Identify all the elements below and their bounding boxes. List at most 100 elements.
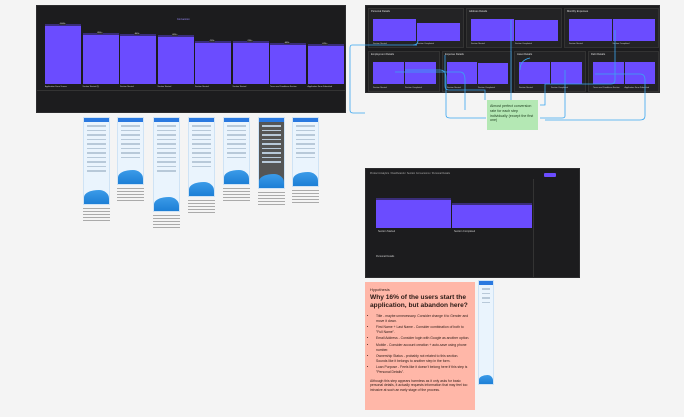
panel-step-label: Section Started	[569, 43, 583, 45]
form-screen	[292, 117, 319, 187]
bar-value: 85%	[96, 32, 103, 34]
funnel-bar[interactable]	[157, 34, 194, 84]
note-title: Why 16% of the users start the applicati…	[370, 294, 468, 309]
screen-caption	[292, 190, 319, 204]
panel-title: Personal Details	[371, 10, 390, 13]
panel-step-label: Section Completed	[405, 87, 422, 89]
funnel-bar[interactable]	[45, 24, 81, 84]
funnel-bar[interactable]	[307, 43, 344, 84]
panel-step-label: Section Completed	[551, 87, 568, 89]
panel-bar	[569, 19, 612, 41]
bar-label: Section Started	[195, 86, 209, 88]
chart-legend: Conversion	[177, 18, 190, 21]
funnel-chart-screenshot: Conversion 100% Application Form Screen 85…	[36, 5, 346, 113]
save-button[interactable]	[544, 173, 556, 177]
panel-bar	[624, 62, 655, 84]
funnel-bar[interactable]	[120, 33, 156, 84]
bar-value: 71%	[246, 40, 253, 43]
note-label: Hypothesis	[370, 287, 390, 292]
note-point: Email Address - Consider login with Goog…	[376, 336, 470, 341]
bar-label: Section Started	[232, 86, 247, 88]
screen-caption	[223, 188, 250, 202]
panel-title: Asset Details	[517, 53, 533, 56]
panel-bar	[515, 19, 558, 41]
bar-value: 84%	[134, 32, 141, 35]
funnel-bar[interactable]	[270, 43, 306, 84]
bar-value: 100%	[59, 23, 67, 25]
panel-bar	[471, 19, 514, 41]
panel-bar	[373, 62, 404, 84]
funnel-bar[interactable]	[82, 33, 119, 84]
insight-bar	[452, 203, 532, 228]
green-note: Almost perfect conversion rate for each …	[487, 100, 538, 130]
personal-details-screen	[478, 280, 494, 385]
form-screen	[188, 117, 215, 197]
panel-step-label: Section Started	[373, 87, 387, 89]
funnel-bar[interactable]	[232, 41, 269, 84]
note-point: First Name + Last Name - Consider combin…	[376, 325, 470, 334]
screen-caption	[258, 192, 285, 206]
note-point: Mobile - Consider account creation + aut…	[376, 343, 470, 352]
panel-step-label: Section Started	[471, 43, 485, 45]
panel-step-label: Section Completed	[417, 43, 434, 45]
panel-bar	[373, 19, 416, 41]
note-point: Ownership Status - probably not related …	[376, 354, 470, 363]
panel-step-label: Section Completed	[478, 87, 495, 89]
form-screen	[258, 117, 285, 189]
panel-step-label: Section Completed	[515, 43, 532, 45]
panel-title: Employment Details	[371, 53, 395, 56]
form-screen	[117, 117, 144, 185]
panel-bar	[447, 62, 477, 84]
bar-label: Section Started	[157, 86, 172, 88]
panel-bar	[478, 62, 508, 84]
panel-title: Monthly Expenses	[567, 10, 589, 13]
bar-label: Application Form Screen	[45, 86, 67, 88]
panel-bar	[417, 23, 460, 41]
insight-screenshot: Product Analytics / Dashboards / Section…	[365, 168, 580, 278]
panel-step-label: Section Started	[373, 43, 387, 45]
bar-label: Section Started	[120, 86, 134, 88]
panel-step-label: Application Form Submitted	[624, 87, 650, 89]
breadcrumb[interactable]: Product Analytics / Dashboards / Section…	[370, 172, 451, 175]
bar-value: 72%	[209, 39, 216, 42]
insight-bar	[376, 198, 451, 228]
bar-label: Application Form Submitted	[307, 86, 333, 88]
form-screen	[83, 117, 110, 205]
chart-table	[37, 90, 345, 91]
form-screen	[153, 117, 180, 212]
panel-title: Expense Details	[445, 53, 464, 56]
panel-step-label: Section Completed	[612, 43, 630, 45]
panel-bar	[551, 62, 582, 84]
panel-bar	[593, 62, 624, 84]
bar-label: Terms and Conditions Section	[270, 86, 297, 88]
panel-bar	[405, 62, 436, 84]
bar-value: 68%	[284, 42, 291, 45]
panel-step-label: Section Started	[519, 87, 533, 89]
screen-caption	[117, 188, 144, 202]
step-label: Section Completed	[454, 230, 476, 233]
panel-title: Debt Details	[591, 53, 606, 56]
note-point: Title - maybe unnecessary. Consider chan…	[376, 314, 470, 323]
step-label: Section Started	[378, 230, 396, 233]
panel-bar	[519, 62, 550, 84]
row-label: Personal Details	[376, 255, 395, 258]
funnel-bar[interactable]	[195, 40, 231, 84]
panel-step-label: Terms and Conditions Section	[593, 87, 620, 89]
sidebar-panel	[533, 179, 580, 277]
bar-label: Section Started (1)	[82, 86, 100, 88]
panel-bar	[612, 19, 655, 41]
hypothesis-note: Hypothesis Why 16% of the users start th…	[365, 282, 475, 410]
screen-caption	[83, 208, 110, 222]
bar-value: 82%	[171, 33, 178, 36]
panel-step-label: Section Started	[447, 87, 461, 89]
note-point: Loan Purpose - Feels like it doesn't bel…	[376, 365, 470, 374]
